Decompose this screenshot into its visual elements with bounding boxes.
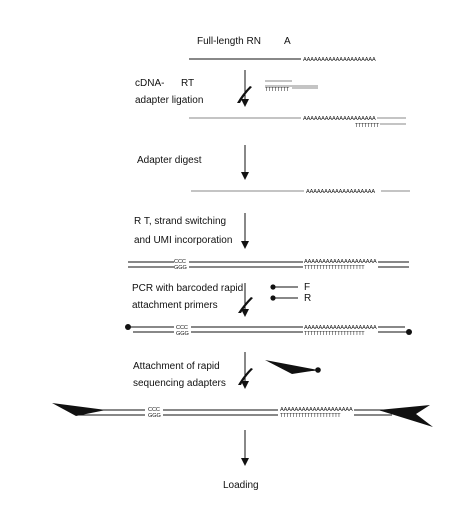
umi-incorporation-label: and UMI incorporation bbox=[134, 235, 232, 246]
library-umi-bottom: GGG bbox=[148, 413, 161, 419]
adapter-attachment-step: Attachment of rapid sequencing adapters … bbox=[52, 360, 433, 427]
rt-polya: AAAAAAAAAAAAAAAAAAAA bbox=[304, 259, 377, 265]
pcr-label: PCR with barcoded rapid bbox=[132, 283, 243, 294]
pcr-umi-top: CCC bbox=[176, 325, 188, 331]
library-polyt: TTTTTTTTTTTTTTTTTTTT bbox=[280, 413, 341, 419]
pcr-primer-curve bbox=[238, 297, 253, 313]
rapid-adapter-bead bbox=[315, 367, 321, 373]
adapter-attach-curve bbox=[238, 368, 253, 385]
rapid-adapter-line bbox=[289, 369, 319, 373]
full-length-rna-step: Full-length RN A AAAAAAAAAAAAAAAAAAAA bbox=[189, 36, 376, 63]
rt-primer-curve-1 bbox=[237, 86, 252, 103]
sequencing-adapters-label: sequencing adapters bbox=[133, 378, 226, 389]
cdna-label: cDNA- bbox=[135, 78, 164, 89]
pcr-step: PCR with barcoded rapid attachment prime… bbox=[125, 282, 412, 337]
adapter-digest-step: Adapter digest AAAAAAAAAAAAAAAAAAA bbox=[137, 155, 410, 195]
rna-polya-tail: AAAAAAAAAAAAAAAAAAAA bbox=[303, 57, 376, 63]
ligated-polyt: TTTTTTTT bbox=[355, 123, 380, 129]
adapter-digest-label: Adapter digest bbox=[137, 155, 202, 166]
rt-strand-switching-label: R T, strand switching bbox=[134, 216, 226, 227]
cdna-adapter-ligation-step: cDNA- RT adapter ligation TTTTTTTT AAAAA… bbox=[135, 78, 406, 129]
library-umi-top: CCC bbox=[148, 407, 160, 413]
rt-adapter-polyt: TTTTTTTT bbox=[265, 87, 290, 93]
rt-strand-switching-step: R T, strand switching and UMI incorporat… bbox=[128, 216, 409, 271]
primer-r-label: R bbox=[304, 293, 311, 304]
full-length-rna-label: Full-length RN bbox=[197, 36, 261, 47]
attachment-label: Attachment of rapid bbox=[133, 361, 220, 372]
loading-label: Loading bbox=[223, 480, 259, 491]
pcr-umi-bottom: GGG bbox=[176, 331, 189, 337]
pcr-product-right-bead bbox=[406, 329, 412, 335]
digested-polya: AAAAAAAAAAAAAAAAAAA bbox=[306, 189, 375, 195]
pcr-polyt: TTTTTTTTTTTTTTTTTTTT bbox=[304, 331, 365, 337]
cdna-rt-label: RT bbox=[181, 78, 194, 89]
rt-umi-bottom: GGG bbox=[174, 265, 187, 271]
rt-umi-top: CCC bbox=[174, 259, 186, 265]
adapter-ligation-label: adapter ligation bbox=[135, 95, 203, 106]
rt-polyt: TTTTTTTTTTTTTTTTTTTT bbox=[304, 265, 365, 271]
library-polya: AAAAAAAAAAAAAAAAAAAA bbox=[280, 407, 353, 413]
full-length-rna-label-suffix: A bbox=[284, 36, 291, 47]
pcr-polya: AAAAAAAAAAAAAAAAAAAA bbox=[304, 325, 377, 331]
attachment-primers-label: attachment primers bbox=[132, 300, 218, 311]
primer-f-label: F bbox=[304, 282, 310, 293]
right-sequencing-adapter bbox=[378, 405, 433, 427]
ligated-polya: AAAAAAAAAAAAAAAAAAAA bbox=[303, 116, 376, 122]
